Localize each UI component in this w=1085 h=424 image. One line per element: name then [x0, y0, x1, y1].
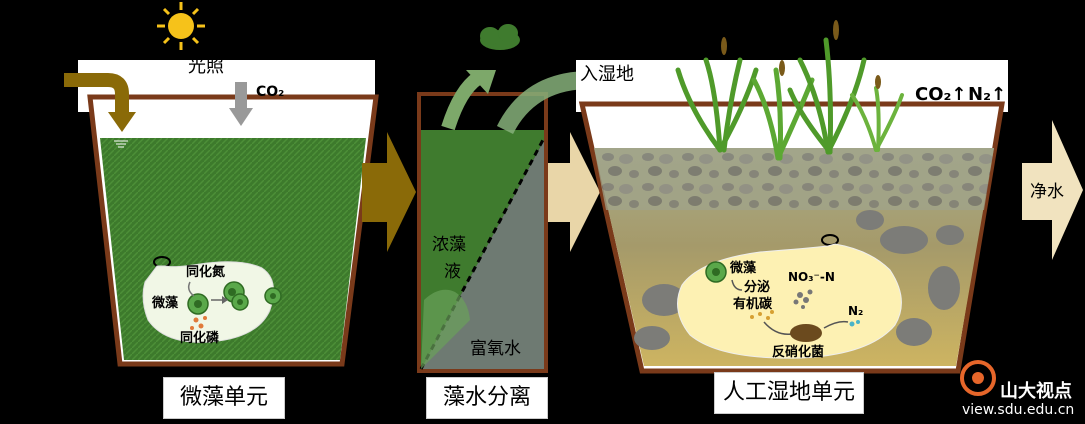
water-level-icon — [114, 140, 128, 148]
clean-water-label: 净水 — [1030, 182, 1064, 202]
watermark-url: view.sdu.edu.cn — [962, 402, 1075, 418]
n-uptake-arrow-icon — [187, 281, 195, 297]
algae-cell-icon — [705, 261, 727, 283]
nitrate-dots-icon — [793, 289, 813, 309]
light-label: 光照 — [188, 56, 224, 77]
organic-carbon-label: 有机碳 — [733, 296, 773, 312]
algae-cell-icon — [264, 287, 282, 305]
uptake-arrow-head — [222, 296, 228, 304]
algae-cell-icon — [231, 293, 249, 311]
algae-cell-icon — [187, 293, 209, 315]
sun-icon — [157, 2, 205, 50]
n2-label: N₂ — [848, 304, 863, 318]
secrete-label: 分泌 — [744, 279, 770, 295]
wetland-unit-label: 人工湿地单元 — [714, 372, 864, 414]
inflow-arrow-head — [108, 112, 136, 132]
plant-seed-head-icon — [721, 20, 881, 89]
phosphorus-dots-icon — [190, 316, 207, 330]
n2-bubbles-icon — [849, 320, 860, 327]
algae-harvest-arrow-head — [466, 70, 496, 94]
assimilate-p-label: 同化磷 — [180, 330, 220, 346]
wetland-inset — [677, 243, 902, 359]
gravel-layer — [594, 148, 994, 210]
inflow-label: 入湿地 — [580, 64, 634, 85]
algae-harvest-arrow — [441, 72, 483, 131]
co2-arrow-head — [229, 108, 253, 126]
gravel-stones — [634, 210, 964, 350]
wetland-microalgae-label: 微藻 — [729, 260, 757, 276]
denitrifier-label: 反硝化菌 — [772, 344, 824, 360]
inflow-arrow — [64, 73, 129, 112]
concentrated-algae-label-1: 浓藻 — [432, 235, 466, 255]
flow-arrow-2 — [548, 132, 600, 252]
oxygen-rich-water-label: 富氧水 — [470, 339, 521, 359]
wetland-plant-icon — [675, 57, 759, 153]
nitrate-label: NO₃⁻-N — [788, 270, 835, 284]
organic-carbon-dots-icon — [750, 310, 774, 320]
flow-arrow-1 — [362, 132, 416, 252]
cloud-icon — [480, 24, 520, 50]
microalgae-unit-label: 微藻单元 — [163, 377, 285, 419]
co2-label: CO₂ — [256, 84, 284, 100]
denitrifier-icon — [790, 324, 822, 342]
co2-out-label: CO₂↑ — [915, 84, 966, 105]
secrete-arrow-icon — [731, 279, 743, 291]
assimilate-n-label: 同化氮 — [186, 264, 225, 280]
co2-arrow — [235, 82, 247, 110]
carbon-flow-arrow-icon — [763, 321, 793, 335]
clean-water-arrow — [1022, 120, 1083, 260]
n2-flow-arrow-icon — [823, 320, 849, 329]
microalgae-label: 微藻 — [151, 295, 179, 311]
n2-out-label: N₂↑ — [968, 84, 1006, 105]
concentrated-algae-label-2: 液 — [444, 262, 461, 282]
wetland-plant-icon — [850, 86, 904, 152]
separation-label: 藻水分离 — [426, 377, 548, 419]
sdu-logo-icon — [960, 360, 996, 396]
wetland-plant-icon — [787, 37, 867, 155]
algae-floc — [421, 289, 470, 369]
watermark-brand: 山大视点 — [1000, 381, 1072, 402]
